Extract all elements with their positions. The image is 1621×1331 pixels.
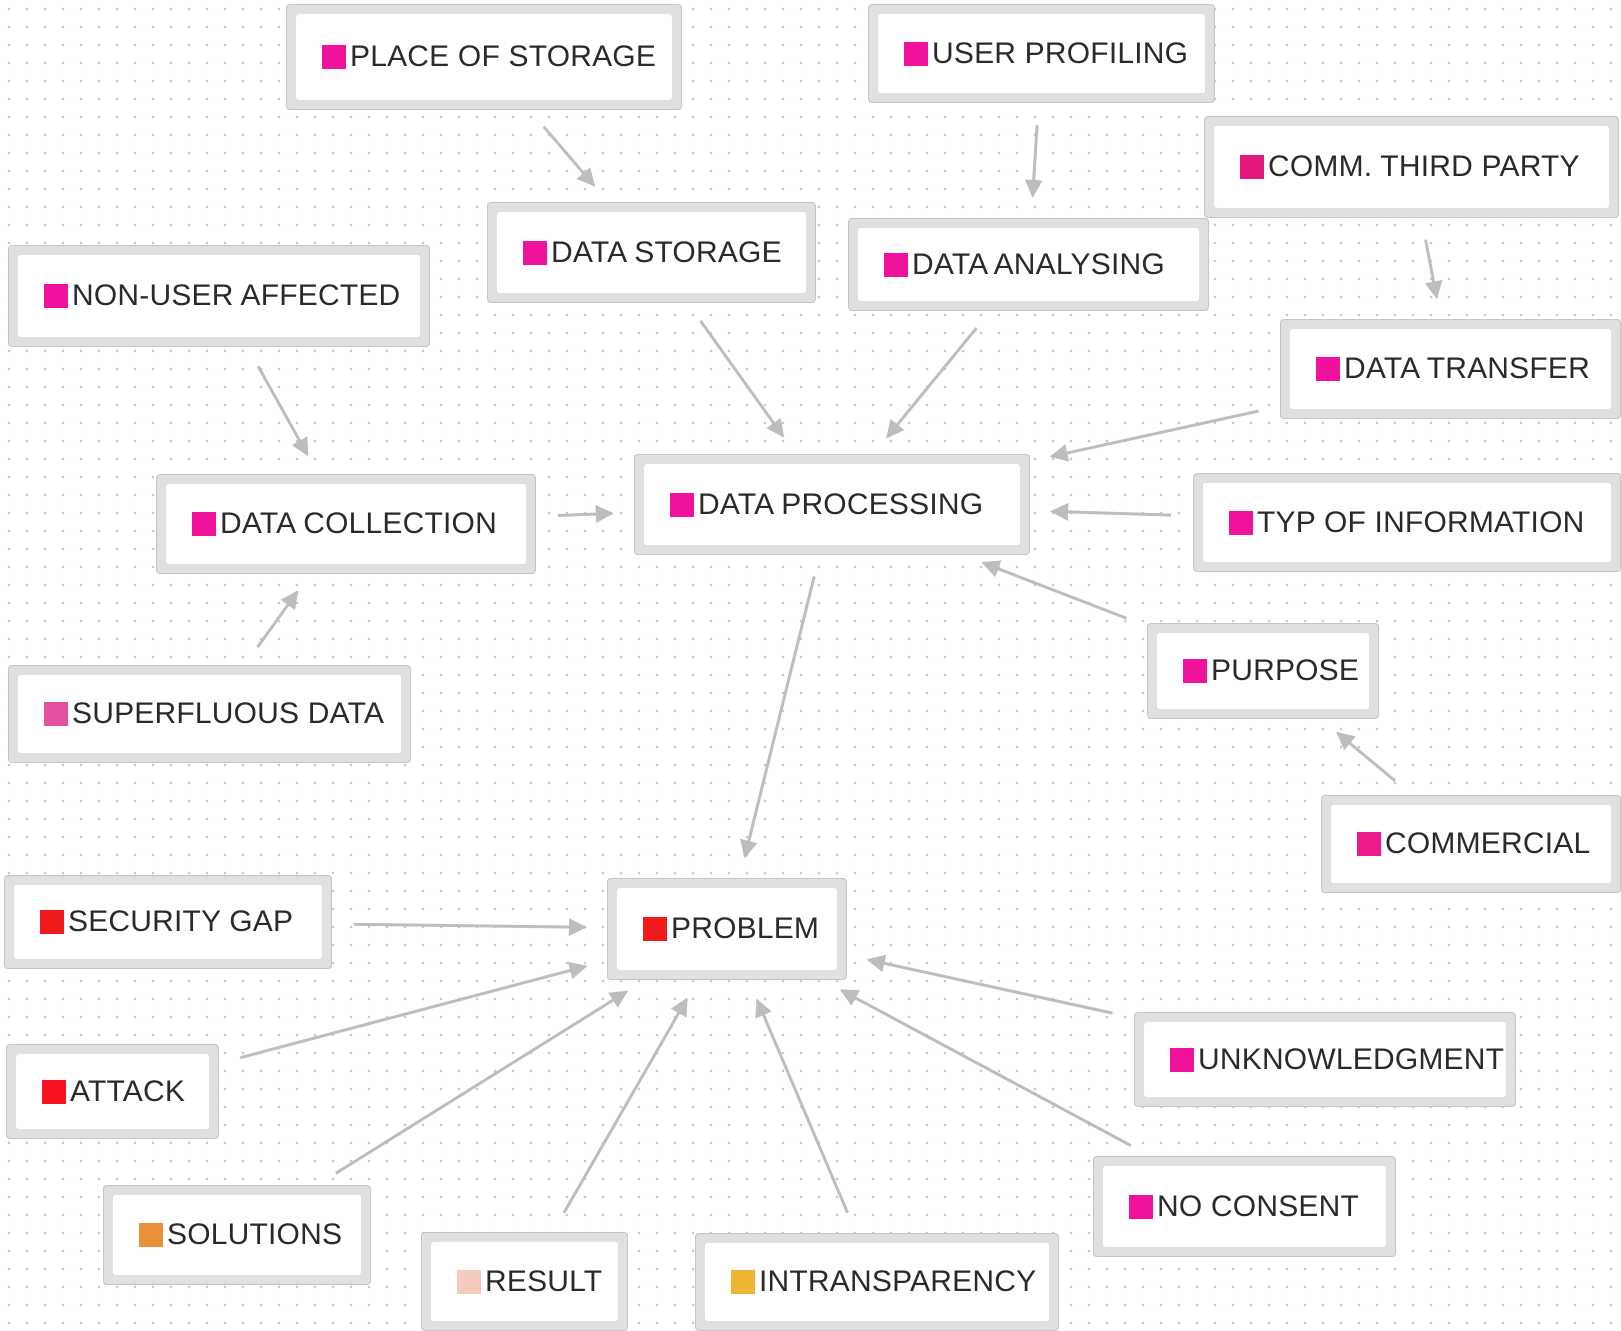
edge-data-transfer-to-data-processing xyxy=(1049,409,1259,462)
node-label: SECURITY GAP xyxy=(68,905,294,938)
edge-intransparency-to-problem xyxy=(755,998,849,1214)
color-swatch xyxy=(1357,832,1381,856)
node-superfluous-data[interactable]: SUPERFLUOUS DATA xyxy=(8,665,411,763)
edge-security-gap-to-problem xyxy=(353,918,587,937)
node-label: DATA STORAGE xyxy=(551,235,782,269)
color-swatch xyxy=(192,512,216,536)
edge-commercial-to-purpose xyxy=(1336,731,1397,783)
node-label: UNKNOWLEDGMENT xyxy=(1198,1042,1505,1076)
color-swatch xyxy=(322,45,346,69)
node-no-consent[interactable]: NO CONSENT xyxy=(1093,1156,1396,1257)
node-comm-third-party[interactable]: COMM. THIRD PARTY xyxy=(1204,116,1619,218)
node-label: NON-USER AFFECTED xyxy=(72,279,401,312)
edge-result-to-problem xyxy=(562,997,689,1214)
edge-typ-of-information-to-data-processing xyxy=(1050,502,1172,521)
node-data-analysing[interactable]: DATA ANALYSING xyxy=(848,218,1209,311)
edge-user-profiling-to-data-analysing xyxy=(1024,124,1043,198)
color-swatch xyxy=(457,1269,481,1294)
node-data-transfer[interactable]: DATA TRANSFER xyxy=(1280,319,1621,419)
node-label: COMMERCIAL xyxy=(1385,827,1591,860)
node-label: INTRANSPARENCY xyxy=(759,1265,1037,1298)
node-label: COMM. THIRD PARTY xyxy=(1268,150,1580,183)
color-swatch xyxy=(731,1270,755,1294)
node-label: TYP OF INFORMATION xyxy=(1257,505,1585,539)
node-user-profiling[interactable]: USER PROFILING xyxy=(868,4,1215,103)
node-data-storage[interactable]: DATA STORAGE xyxy=(487,202,816,303)
node-label: USER PROFILING xyxy=(932,36,1189,70)
color-swatch xyxy=(1129,1194,1153,1219)
color-swatch xyxy=(1229,510,1253,535)
edge-data-analysing-to-data-processing xyxy=(886,327,978,439)
node-commercial[interactable]: COMMERCIAL xyxy=(1321,795,1621,893)
color-swatch xyxy=(139,1223,163,1247)
node-attack[interactable]: ATTACK xyxy=(6,1044,219,1139)
node-label: NO CONSENT xyxy=(1157,1189,1360,1223)
node-security-gap[interactable]: SECURITY GAP xyxy=(4,875,332,969)
color-swatch xyxy=(44,284,68,308)
node-label: DATA PROCESSING xyxy=(698,487,984,521)
edge-superfluous-data-to-data-collection xyxy=(256,590,299,649)
node-solutions[interactable]: SOLUTIONS xyxy=(103,1185,371,1285)
edge-comm-third-party-to-data-transfer xyxy=(1424,239,1443,300)
color-swatch xyxy=(42,1079,66,1104)
node-label: DATA TRANSFER xyxy=(1344,352,1590,385)
node-label: ATTACK xyxy=(70,1074,186,1108)
color-swatch xyxy=(523,240,547,265)
edge-data-collection-to-data-processing xyxy=(557,504,614,523)
edge-data-storage-to-data-processing xyxy=(699,320,785,438)
color-swatch xyxy=(643,917,667,941)
node-label: PURPOSE xyxy=(1211,654,1360,687)
edge-attack-to-problem xyxy=(239,961,588,1060)
node-unknowledgment[interactable]: UNKNOWLEDGMENT xyxy=(1134,1012,1516,1107)
node-label: DATA COLLECTION xyxy=(220,507,497,540)
color-swatch xyxy=(44,702,68,726)
color-swatch xyxy=(1170,1047,1194,1072)
node-label: PROBLEM xyxy=(671,912,820,945)
edge-purpose-to-data-processing xyxy=(981,560,1128,620)
node-label: SUPERFLUOUS DATA xyxy=(72,697,385,730)
edge-no-consent-to-problem xyxy=(839,989,1132,1147)
edge-place-of-storage-to-data-storage xyxy=(542,125,596,187)
node-data-collection[interactable]: DATA COLLECTION xyxy=(156,474,536,574)
node-label: PLACE OF STORAGE xyxy=(350,40,657,73)
edge-non-user-affected-to-data-collection xyxy=(256,365,309,457)
node-typ-of-information[interactable]: TYP OF INFORMATION xyxy=(1193,473,1621,572)
color-swatch xyxy=(1240,155,1264,179)
color-swatch xyxy=(904,41,928,66)
color-swatch xyxy=(884,252,908,277)
node-label: DATA ANALYSING xyxy=(912,247,1165,281)
edge-solutions-to-problem xyxy=(334,990,629,1175)
node-intransparency[interactable]: INTRANSPARENCY xyxy=(695,1233,1059,1331)
node-result[interactable]: RESULT xyxy=(421,1232,628,1331)
edge-unknowledgment-to-problem xyxy=(866,954,1113,1015)
node-problem[interactable]: PROBLEM xyxy=(607,878,847,980)
color-swatch xyxy=(670,492,694,517)
color-swatch xyxy=(40,910,64,934)
color-swatch xyxy=(1183,659,1207,683)
node-label: RESULT xyxy=(485,1264,603,1298)
edge-data-processing-to-problem xyxy=(740,575,816,859)
node-label: SOLUTIONS xyxy=(167,1218,343,1251)
node-data-processing[interactable]: DATA PROCESSING xyxy=(634,454,1030,555)
node-purpose[interactable]: PURPOSE xyxy=(1147,623,1379,719)
color-swatch xyxy=(1316,357,1340,381)
node-non-user-affected[interactable]: NON-USER AFFECTED xyxy=(8,245,430,347)
node-place-of-storage[interactable]: PLACE OF STORAGE xyxy=(286,4,682,110)
